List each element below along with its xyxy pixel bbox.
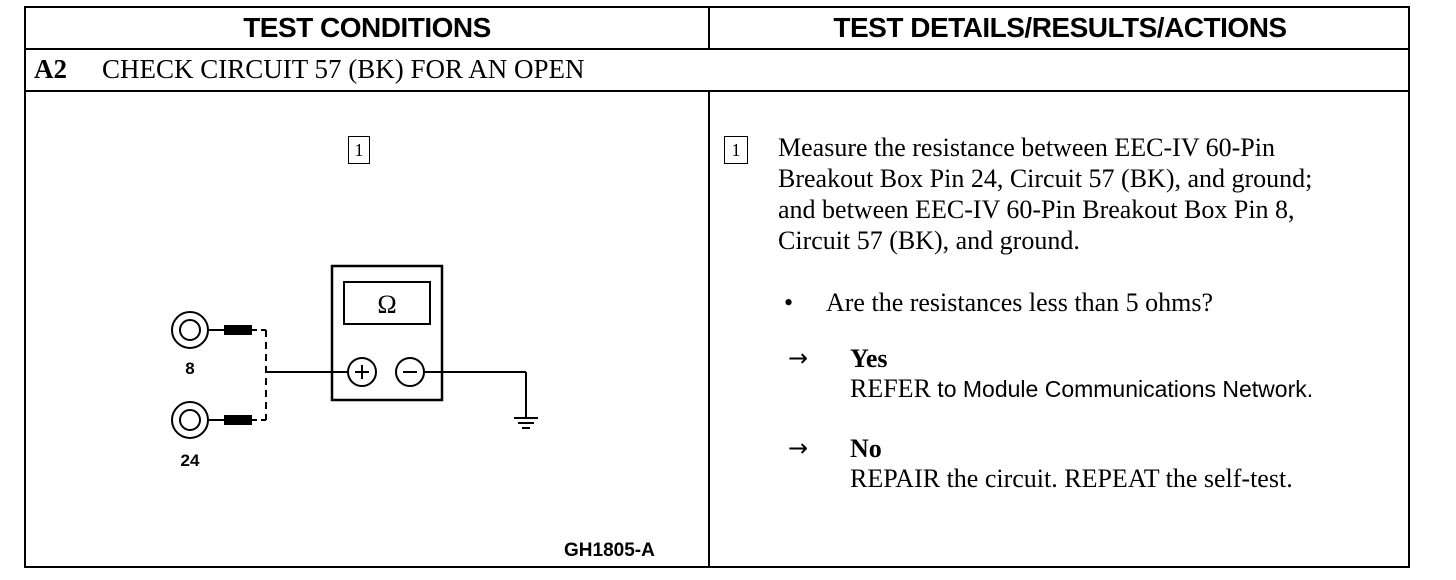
pin-24-label: 24 bbox=[181, 451, 200, 470]
column-divider bbox=[708, 8, 710, 48]
test-conditions-header: TEST CONDITIONS bbox=[243, 12, 491, 43]
step-title-row: A2 CHECK CIRCUIT 57 (BK) FOR AN OPEN bbox=[26, 48, 1408, 92]
step-title: CHECK CIRCUIT 57 (BK) FOR AN OPEN bbox=[102, 54, 585, 84]
arrow-right-icon: → bbox=[788, 434, 809, 462]
instruction-line: and between EEC-IV 60-Pin Breakout Box P… bbox=[778, 195, 1295, 224]
action-verb: REPAIR bbox=[850, 464, 941, 493]
test-procedure-table: TEST CONDITIONS TEST DETAILS/RESULTS/ACT… bbox=[24, 6, 1410, 568]
pin-8-label: 8 bbox=[185, 359, 194, 378]
step-id: A2 bbox=[34, 54, 67, 84]
answer-label: No bbox=[850, 434, 882, 463]
column-divider bbox=[708, 90, 710, 568]
action-verb: REFER bbox=[850, 374, 931, 403]
test-conditions-pane: Ω bbox=[26, 92, 708, 566]
instruction-line: Measure the resistance between EEC-IV 60… bbox=[778, 133, 1275, 162]
ground-icon bbox=[514, 417, 538, 429]
pin-24-connector bbox=[171, 401, 252, 439]
ohmmeter-diagram: Ω bbox=[171, 264, 538, 470]
action-text: REPAIR the circuit. REPEAT the self-test… bbox=[850, 464, 1293, 494]
instruction-text: Measure the resistance between EEC-IV 60… bbox=[778, 132, 1398, 256]
instruction-line: Circuit 57 (BK), and ground. bbox=[778, 226, 1080, 255]
arrow-right-icon: → bbox=[788, 344, 809, 372]
ohmmeter-display bbox=[343, 281, 431, 325]
action-text: REFER to Module Communications Network. bbox=[850, 374, 1313, 404]
pin-8-connector bbox=[171, 311, 252, 349]
figure-code: GH1805-A bbox=[564, 540, 655, 561]
bullet-icon: • bbox=[784, 288, 794, 317]
test-details-pane: 1 Measure the resistance between EEC-IV … bbox=[710, 92, 1410, 566]
question-text: Are the resistances less than 5 ohms? bbox=[826, 288, 1214, 317]
instruction-line: Breakout Box Pin 24, Circuit 57 (BK), an… bbox=[778, 164, 1313, 193]
action-rest: the circuit. REPEAT the self-test. bbox=[940, 464, 1293, 493]
test-details-header: TEST DETAILS/RESULTS/ACTIONS bbox=[833, 12, 1287, 43]
step-marker-box: 1 bbox=[724, 136, 748, 164]
ohm-symbol: Ω bbox=[377, 290, 396, 319]
table-header-row: TEST CONDITIONS TEST DETAILS/RESULTS/ACT… bbox=[26, 8, 1408, 50]
question-row: • Are the resistances less than 5 ohms? bbox=[784, 288, 1213, 318]
step-marker-box: 1 bbox=[348, 136, 370, 164]
answer-label: Yes bbox=[850, 344, 888, 373]
action-rest: to Module Communications Network. bbox=[930, 376, 1314, 402]
